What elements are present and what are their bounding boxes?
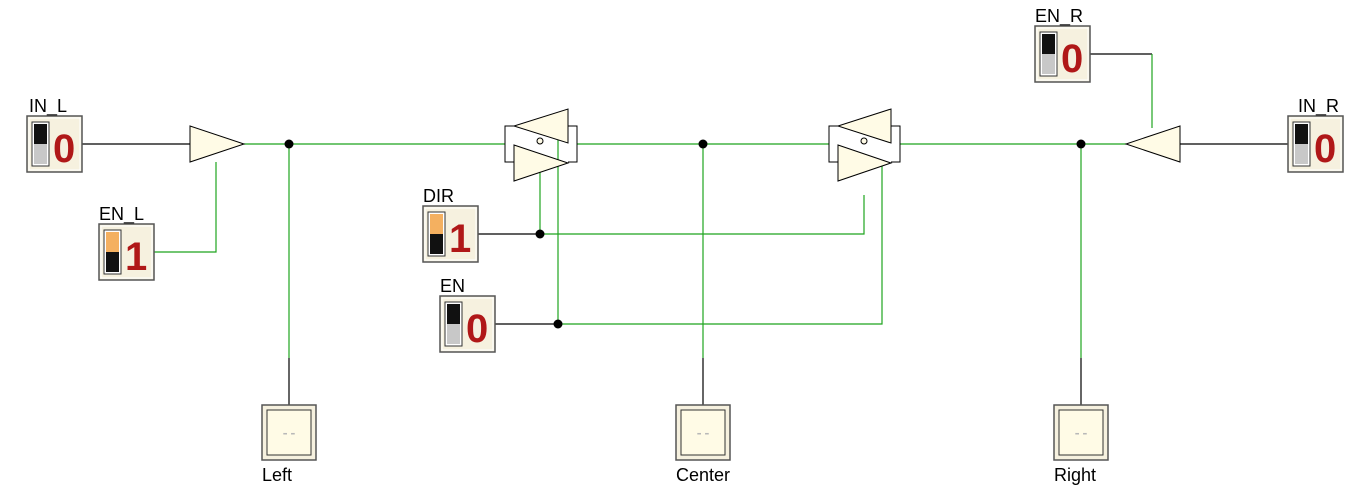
switch-lever — [430, 214, 443, 234]
transceiver-1-lower — [513, 144, 570, 182]
switch-value: 0 — [1061, 37, 1083, 81]
switch-label: IN_L — [29, 96, 67, 117]
transceiver-2-bubble — [860, 137, 868, 145]
probe-display: -- — [1073, 426, 1089, 441]
probe-label: Right — [1054, 465, 1096, 485]
buffer-left[interactable] — [189, 125, 246, 163]
switch-value: 1 — [449, 217, 471, 261]
wire-dir-net — [540, 195, 865, 235]
switch-en-r[interactable]: EN_R 0 — [1034, 6, 1091, 83]
probe-left[interactable]: -- Left — [261, 404, 317, 485]
transceiver-1[interactable] — [504, 108, 578, 182]
switch-lever — [1295, 124, 1308, 144]
junction-left — [284, 139, 294, 149]
probe-center[interactable]: -- Center — [675, 404, 731, 485]
probe-label: Center — [676, 465, 730, 485]
junction-right — [1076, 139, 1086, 149]
wires — [82, 53, 1288, 405]
junctions — [284, 139, 1086, 329]
probe-right[interactable]: -- Right — [1053, 404, 1109, 485]
junction-dir — [535, 229, 545, 239]
junction-en — [553, 319, 563, 329]
switch-label: EN — [440, 276, 465, 296]
wires-active — [154, 54, 1153, 358]
switch-value: 0 — [1314, 127, 1336, 171]
gates — [189, 108, 1181, 182]
switch-value: 0 — [53, 127, 75, 171]
switch-label: IN_R — [1298, 96, 1339, 117]
switch-dir[interactable]: DIR 1 — [422, 186, 479, 263]
wire-en-l — [154, 162, 217, 253]
probe-label: Left — [262, 465, 292, 485]
switch-en-l[interactable]: EN_L 1 — [98, 204, 155, 281]
switch-label: EN_L — [99, 204, 144, 225]
probe-display: -- — [695, 426, 711, 441]
transceiver-1-upper — [512, 108, 569, 144]
switch-lever — [34, 124, 47, 144]
switch-lever — [106, 232, 119, 252]
switch-value: 1 — [125, 235, 147, 279]
switch-in-r[interactable]: IN_R 0 — [1287, 96, 1344, 173]
switch-en[interactable]: EN 0 — [439, 276, 496, 353]
transceiver-2-lower — [837, 144, 893, 182]
switch-label: DIR — [423, 186, 454, 206]
switch-label: EN_R — [1035, 6, 1083, 27]
switch-lever — [447, 304, 460, 324]
buffer-right[interactable] — [1124, 125, 1181, 163]
wire-en-net — [558, 160, 883, 325]
transceiver-1-bubble — [536, 137, 544, 145]
probe-display: -- — [281, 426, 297, 441]
switch-lever — [1042, 34, 1055, 54]
transceiver-2[interactable] — [828, 108, 901, 182]
switch-in-l[interactable]: IN_L 0 — [26, 96, 83, 173]
junction-center — [698, 139, 708, 149]
transceiver-2-upper — [836, 108, 892, 144]
switch-value: 0 — [466, 307, 488, 351]
